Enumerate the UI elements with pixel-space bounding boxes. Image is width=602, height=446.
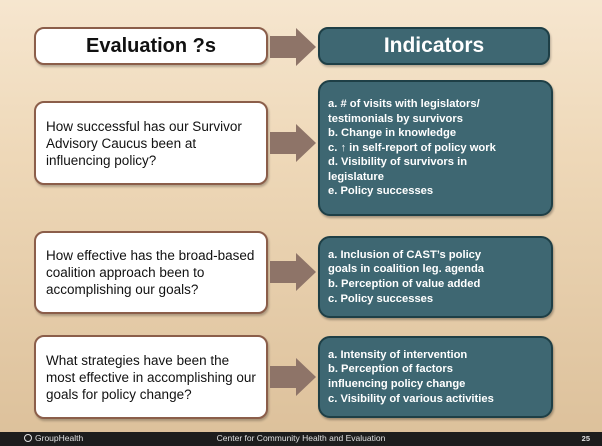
footer-bar: GroupHealth Center for Community Health … <box>0 432 602 446</box>
indicator-line: b. Change in knowledge <box>328 127 457 140</box>
indicator-box: a. # of visits with legislators/ testimo… <box>318 80 553 216</box>
indicator-line: testimonials by survivors <box>328 112 463 125</box>
question-text: What strategies have been the most effec… <box>46 352 256 402</box>
indicator-line: e. Policy successes <box>328 185 434 198</box>
header-arrow-icon <box>270 28 316 66</box>
indicator-box: a. Intensity of intervention b. Percepti… <box>318 336 553 418</box>
question-box: How effective has the broad-based coalit… <box>34 231 268 314</box>
indicator-line: c. ↑ in self-report of policy work <box>328 141 496 154</box>
indicator-line: d. Visibility of survivors in <box>328 156 468 169</box>
indicator-line: a. Inclusion of CAST’s policy <box>328 248 482 261</box>
question-text: How successful has our Survivor Advisory… <box>46 118 242 168</box>
indicator-line: a. # of visits with legislators/ <box>328 97 480 110</box>
row-arrow-icon <box>270 358 316 396</box>
page-number: 25 <box>581 434 590 443</box>
question-box: How successful has our Survivor Advisory… <box>34 101 268 185</box>
indicator-line: a. Intensity of intervention <box>328 348 468 361</box>
indicator-line: influencing policy change <box>328 378 466 390</box>
footer-center-text: Center for Community Health and Evaluati… <box>216 433 386 443</box>
grouphealth-logo-icon <box>24 434 32 442</box>
indicator-line: b. Perception of value added <box>328 278 481 290</box>
indicator-line: c. Visibility of various activities <box>328 392 494 405</box>
row-arrow-icon <box>270 124 316 162</box>
indicator-line: goals in coalition leg. agenda <box>328 263 485 276</box>
evaluation-questions-heading: Evaluation ?s <box>34 27 268 65</box>
indicator-box: a. Inclusion of CAST’s policy goals in c… <box>318 236 553 318</box>
row-arrow-icon <box>270 253 316 291</box>
question-box: What strategies have been the most effec… <box>34 335 268 419</box>
indicators-heading: Indicators <box>318 27 550 65</box>
indicator-line: b. Perception of factors <box>328 363 453 376</box>
footer-logo-text: GroupHealth <box>35 433 84 443</box>
footer-logo: GroupHealth <box>24 433 83 443</box>
question-text: How effective has the broad-based coalit… <box>46 248 255 297</box>
indicator-line: c. Policy successes <box>328 292 434 305</box>
indicator-line: legislature <box>328 170 384 183</box>
